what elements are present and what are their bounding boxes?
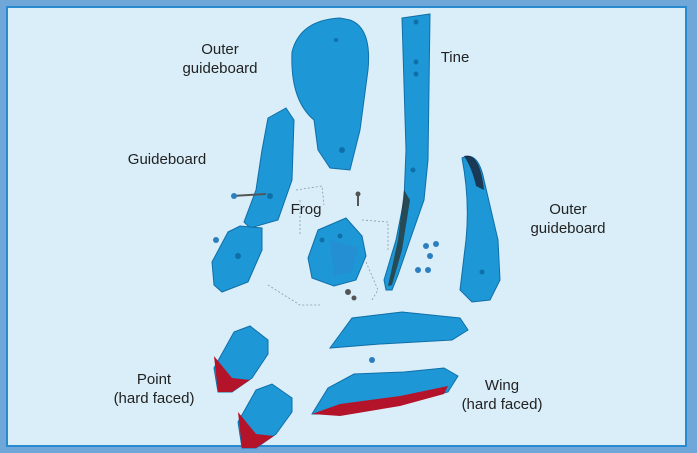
label-tine: Tine bbox=[430, 48, 480, 67]
tine-part bbox=[384, 14, 430, 290]
label-outer-guideboard-right-line1: Outer bbox=[518, 200, 618, 219]
label-point-line2: (hard faced) bbox=[104, 389, 204, 408]
label-frog-text: Frog bbox=[284, 200, 328, 219]
label-tine-text: Tine bbox=[430, 48, 480, 67]
label-frog: Frog bbox=[284, 200, 328, 219]
label-guideboard: Guideboard bbox=[112, 150, 222, 169]
label-outer-guideboard-right-line2: guideboard bbox=[518, 219, 618, 238]
share-upper-part bbox=[330, 312, 468, 348]
label-wing-line2: (hard faced) bbox=[452, 395, 552, 414]
label-wing-line1: Wing bbox=[452, 376, 552, 395]
label-point-line1: Point bbox=[104, 370, 204, 389]
label-point: Point (hard faced) bbox=[104, 370, 204, 408]
label-guideboard-text: Guideboard bbox=[112, 150, 222, 169]
outer-guideboard-top-part bbox=[292, 18, 369, 170]
label-outer-guideboard-right: Outer guideboard bbox=[518, 200, 618, 238]
label-outer-guideboard-top-line1: Outer bbox=[170, 40, 270, 59]
label-outer-guideboard-top-line2: guideboard bbox=[170, 59, 270, 78]
shin-fitting-part bbox=[212, 226, 262, 292]
label-outer-guideboard-top: Outer guideboard bbox=[170, 40, 270, 78]
label-wing: Wing (hard faced) bbox=[452, 376, 552, 414]
